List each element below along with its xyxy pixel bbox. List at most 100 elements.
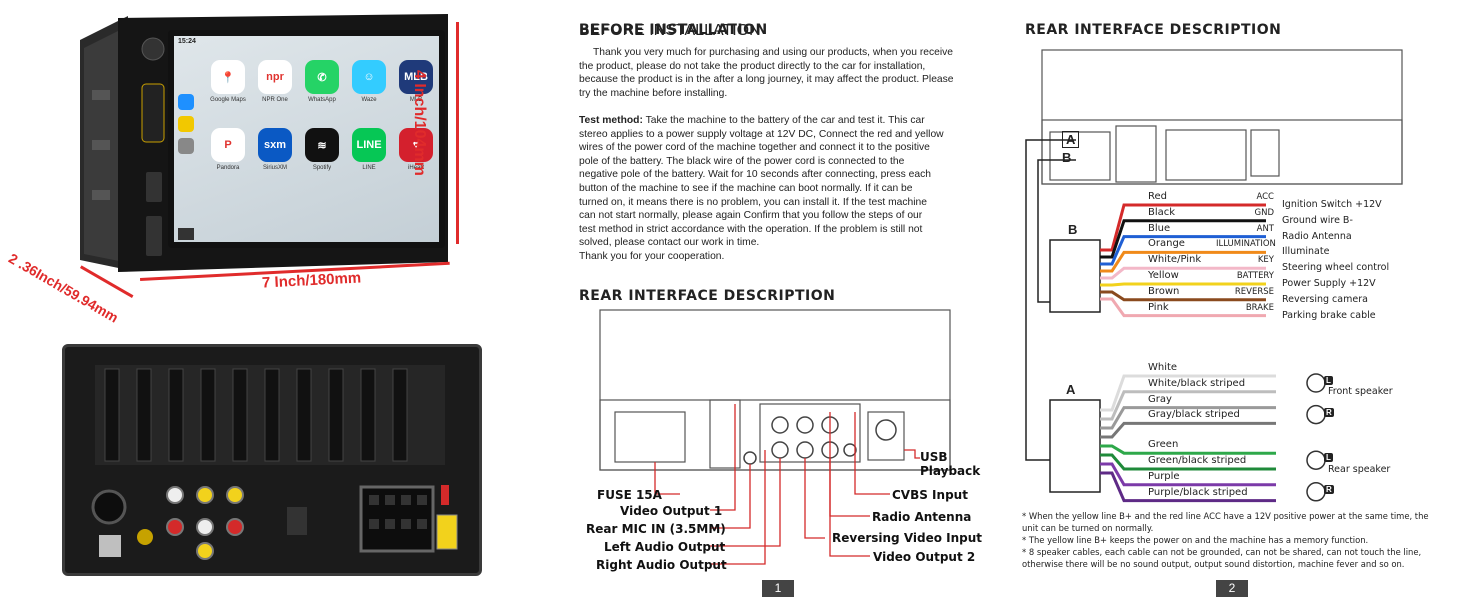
maps-dock-icon[interactable] <box>178 94 194 110</box>
rear-interface-diagram-1 <box>599 309 951 565</box>
note-line: unit can be turned on normally. <box>1022 523 1154 533</box>
wire-name: Blue <box>1148 222 1171 234</box>
speaker-icon <box>1306 450 1326 470</box>
settings-dock-icon[interactable] <box>178 138 194 154</box>
wire-code: BRAKE <box>1245 302 1274 313</box>
app-label: Pandora <box>216 165 240 171</box>
app-tile-icon: ♥ <box>399 128 433 162</box>
speaker-channel-badge: L <box>1324 453 1333 463</box>
podcasts-dock-icon[interactable] <box>178 116 194 132</box>
app-icon[interactable]: ≋Spotify <box>302 128 342 171</box>
app-label: WhatsApp <box>308 97 336 103</box>
note-line: * 8 speaker cables, each cable can not b… <box>1022 547 1422 557</box>
app-label: NPR One <box>262 97 288 103</box>
a-wire <box>1100 421 1276 439</box>
wire-function: Power Supply +12V <box>1282 278 1376 289</box>
b-wire <box>1100 282 1266 287</box>
test-line: test method in strict accordance with th… <box>579 223 923 235</box>
connector-a-port-label: A <box>1062 131 1080 148</box>
wire-function: Steering wheel control <box>1282 262 1390 274</box>
wire-name: Orange <box>1148 238 1185 250</box>
front-speaker-label: Front speaker <box>1328 386 1393 397</box>
test-line: stereo applies to a power supply voltage… <box>579 128 944 140</box>
wire-function: Ground wire B- <box>1282 214 1353 226</box>
speaker-icon <box>1306 482 1326 502</box>
label-radio-antenna: Radio Antenna <box>872 510 972 524</box>
grid-icon[interactable] <box>178 228 194 240</box>
page-number-1: 1 <box>762 580 794 597</box>
app-tile-icon: P <box>211 128 245 162</box>
note-line: otherwise there will be no sound output,… <box>1022 559 1405 569</box>
a-wire <box>1100 462 1276 487</box>
app-icon[interactable]: ♥iHeart <box>396 128 436 171</box>
app-tile-icon: sxm <box>258 128 292 162</box>
app-label: Waze <box>361 97 377 103</box>
wire-code: BATTERY <box>1236 271 1274 281</box>
b-wire <box>1100 219 1266 259</box>
app-label: SiriusXM <box>262 165 287 171</box>
before-line: the product, please do not take the prod… <box>579 60 926 72</box>
connector-b-body <box>1049 239 1101 313</box>
label-left-audio: Left Audio Output <box>604 540 726 554</box>
a-wire <box>1100 471 1276 503</box>
test-line: button of the machine to see if the mach… <box>579 182 913 194</box>
wire-name: Green/black striped <box>1148 455 1247 466</box>
before-line: because the product is in the after a lo… <box>579 74 954 86</box>
wire-name: Brown <box>1148 285 1180 297</box>
wire-code: ACC <box>1256 192 1274 202</box>
wire-function: Ignition Switch +12V <box>1282 199 1382 210</box>
note-line: * When the yellow line B+ and the red li… <box>1022 511 1429 521</box>
rear-interface-title-2: REAR INTERFACE DESCRIPTION <box>1025 22 1282 38</box>
b-wire <box>1100 290 1266 302</box>
wire-name: Red <box>1148 191 1167 202</box>
app-tile-icon: 📍 <box>211 60 245 94</box>
b-wire <box>1100 235 1266 266</box>
wire-name: Gray/black striped <box>1148 409 1240 421</box>
wire-code: REVERSE <box>1234 286 1274 297</box>
label-reversing-video: Reversing Video Input <box>832 531 983 545</box>
before-installation-title: BEFORE INSTALLATION <box>579 22 761 39</box>
test-line: wires of the power cord of the machine t… <box>579 142 930 154</box>
app-tile-icon: npr <box>258 60 292 94</box>
app-icon[interactable]: MLB MLB <box>396 60 436 103</box>
label-video-output-2: Video Output 2 <box>873 550 976 564</box>
wire-name: Yellow <box>1148 270 1179 281</box>
rear-speaker-label: Rear speaker <box>1328 464 1391 475</box>
b-wire <box>1100 250 1266 273</box>
test-line: solved, please contact our work in time. <box>579 237 760 249</box>
wire-name: Black <box>1148 206 1176 218</box>
app-icon[interactable]: ☺Waze <box>349 60 389 103</box>
test-method-label: Test method: <box>579 115 643 126</box>
app-label: Spotify <box>312 165 332 171</box>
wire-code: GND <box>1254 207 1275 218</box>
label-cvbs-input: CVBS Input <box>892 488 968 502</box>
wire-function: Parking brake cable <box>1282 309 1376 321</box>
wire-code: ANT <box>1256 223 1274 234</box>
wire-code: ILLUMINATION <box>1216 239 1276 250</box>
test-line: pole of the battery. The black wire of t… <box>579 155 905 167</box>
app-icon[interactable]: 📍 Google Maps <box>208 60 248 103</box>
b-wire <box>1100 266 1266 280</box>
b-wire <box>1100 203 1266 252</box>
speaker-channel-badge: L <box>1324 376 1333 385</box>
speaker-channel-badge: R <box>1324 407 1334 417</box>
app-icon[interactable]: ✆ WhatsApp <box>302 60 342 103</box>
wire-name: Pink <box>1148 301 1169 313</box>
app-icon[interactable]: P Pandora <box>208 128 248 171</box>
before-line: Thank you very much for purchasing and u… <box>593 47 954 58</box>
test-line: Take the machine to the battery of the c… <box>642 115 925 126</box>
wire-code: KEY <box>1257 255 1274 266</box>
app-label: MLB <box>409 97 423 103</box>
test-method-text: Test method: Take the machine to the bat… <box>579 114 989 264</box>
app-tile-icon: MLB <box>399 60 433 94</box>
wire-name: Green <box>1148 439 1179 451</box>
app-tile-icon: ✆ <box>305 60 339 94</box>
status-time: 15:24 <box>178 38 196 45</box>
label-playback: Playback <box>920 464 981 478</box>
app-label: Google Maps <box>210 97 246 103</box>
